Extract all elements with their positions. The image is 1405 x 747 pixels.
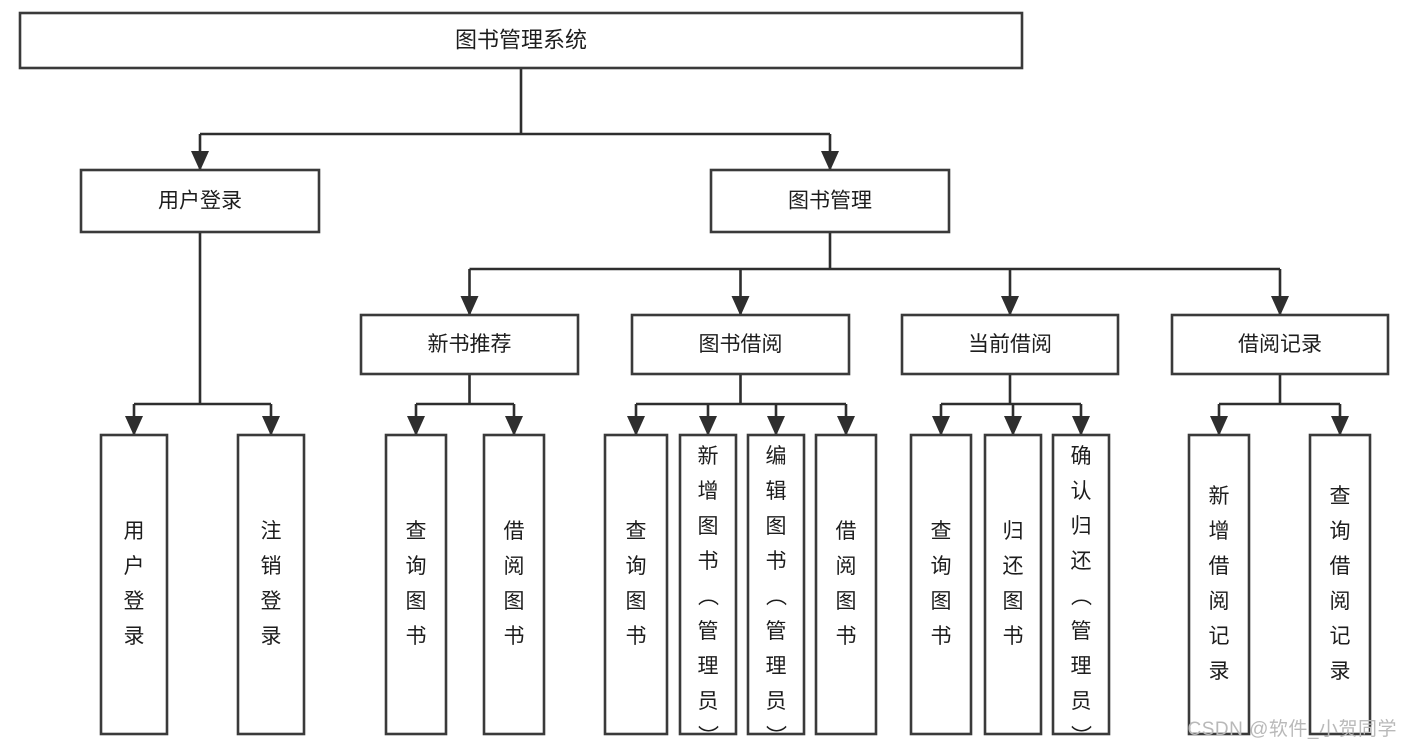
leaf-box[interactable] — [1187, 433, 1251, 736]
leaf-label: 查询借阅记录 — [1330, 485, 1351, 683]
node-level3-box[interactable] — [900, 313, 1120, 376]
node-leaf-11[interactable]: 新增借阅记录 — [1187, 433, 1251, 736]
node-leaf-7[interactable]: 借阅图书 — [814, 433, 878, 736]
node-level3-0[interactable]: 新书推荐 — [359, 313, 580, 376]
leaf-box[interactable] — [603, 433, 669, 736]
level3-0-leaves-arrow-0 — [407, 416, 425, 436]
leaf-box[interactable] — [482, 433, 546, 736]
node-level3-label: 借阅记录 — [1238, 333, 1322, 356]
level3-1-leaves-arrow-0 — [627, 416, 645, 436]
node-leaf-4[interactable]: 查询图书 — [603, 433, 669, 736]
leaf-label: 新增借阅记录 — [1209, 485, 1230, 683]
node-leaf-10[interactable]: 确认归还（管理员） — [1051, 433, 1111, 747]
leaf-box[interactable] — [983, 433, 1043, 736]
node-level3-box[interactable] — [359, 313, 580, 376]
leaf-label: 编辑图书（管理员） — [766, 445, 788, 747]
node-level3-2[interactable]: 当前借阅 — [900, 313, 1120, 376]
leaf-layer: 用户登录 注销登录 查询图书 借阅图书 查询图书 新增图书（管理员） 编辑图书（管理员） 借阅… — [99, 433, 1372, 747]
level3-0-leaves-arrow-1 — [505, 416, 523, 436]
level3-arrow-2 — [1001, 296, 1019, 316]
level3-2-leaves-arrow-1 — [1004, 416, 1022, 436]
level3-arrow-3 — [1271, 296, 1289, 316]
node-level3-label: 新书推荐 — [428, 333, 512, 356]
leaf-label: 查询图书 — [626, 520, 647, 648]
root-to-level2-arrow-1 — [821, 151, 839, 171]
leaf-box[interactable] — [236, 433, 306, 736]
node-level2-label: 图书管理 — [788, 190, 872, 213]
level3-1-leaves-arrow-2 — [767, 416, 785, 436]
userlogin-leaves-arrow-0 — [125, 416, 143, 436]
level3-1-leaves-arrow-3 — [837, 416, 855, 436]
node-level3-box[interactable] — [1170, 313, 1390, 376]
leaf-box[interactable] — [1051, 433, 1111, 736]
level3-2-leaves-arrow-2 — [1072, 416, 1090, 436]
root-box[interactable] — [18, 11, 1024, 70]
level3-3-leaves-arrow-1 — [1331, 416, 1349, 436]
leaf-box[interactable] — [746, 433, 806, 736]
level3-layer: 新书推荐 图书借阅 当前借阅 借阅记录 — [359, 313, 1390, 376]
level3-1-leaves-arrow-1 — [699, 416, 717, 436]
node-level2-0[interactable]: 用户登录 — [79, 168, 321, 234]
leaf-box[interactable] — [678, 433, 738, 736]
node-level2-box[interactable] — [709, 168, 951, 234]
connector-layer — [125, 68, 1349, 436]
level2-layer: 用户登录 图书管理 — [79, 168, 951, 234]
node-level3-1[interactable]: 图书借阅 — [630, 313, 851, 376]
node-leaf-9[interactable]: 归还图书 — [983, 433, 1043, 736]
level3-3-leaves-arrow-0 — [1210, 416, 1228, 436]
leaf-label: 归还图书 — [1003, 520, 1024, 648]
node-level3-label: 当前借阅 — [968, 333, 1052, 356]
node-level3-3[interactable]: 借阅记录 — [1170, 313, 1390, 376]
node-leaf-5[interactable]: 新增图书（管理员） — [678, 433, 738, 747]
leaf-label: 查询图书 — [406, 520, 427, 648]
leaf-label: 注销登录 — [261, 520, 282, 648]
leaf-label: 确认归还（管理员） — [1071, 445, 1093, 747]
leaf-box[interactable] — [1308, 433, 1372, 736]
node-level2-box[interactable] — [79, 168, 321, 234]
node-leaf-2[interactable]: 查询图书 — [384, 433, 448, 736]
leaf-label: 借阅图书 — [836, 520, 857, 648]
node-root[interactable]: 图书管理系统 — [18, 11, 1024, 70]
node-leaf-12[interactable]: 查询借阅记录 — [1308, 433, 1372, 736]
leaf-box[interactable] — [814, 433, 878, 736]
node-level3-label: 图书借阅 — [699, 333, 783, 356]
leaf-label: 新增图书（管理员） — [698, 445, 720, 747]
root-to-level2-arrow-0 — [191, 151, 209, 171]
node-level3-box[interactable] — [630, 313, 851, 376]
leaf-label: 用户登录 — [124, 520, 145, 648]
level3-arrow-1 — [731, 296, 750, 316]
node-leaf-6[interactable]: 编辑图书（管理员） — [746, 433, 806, 747]
leaf-label: 查询图书 — [931, 520, 952, 648]
userlogin-leaves-arrow-1 — [262, 416, 280, 436]
leaf-box[interactable] — [909, 433, 973, 736]
node-leaf-8[interactable]: 查询图书 — [909, 433, 973, 736]
leaf-box[interactable] — [99, 433, 169, 736]
leaf-label: 借阅图书 — [504, 520, 525, 648]
node-leaf-3[interactable]: 借阅图书 — [482, 433, 546, 736]
level3-arrow-0 — [460, 296, 479, 316]
node-leaf-0[interactable]: 用户登录 — [99, 433, 169, 736]
node-leaf-1[interactable]: 注销登录 — [236, 433, 306, 736]
root-label: 图书管理系统 — [455, 27, 587, 52]
node-level2-label: 用户登录 — [158, 190, 242, 213]
node-level2-1[interactable]: 图书管理 — [709, 168, 951, 234]
level3-2-leaves-arrow-0 — [932, 416, 950, 436]
leaf-box[interactable] — [384, 433, 448, 736]
